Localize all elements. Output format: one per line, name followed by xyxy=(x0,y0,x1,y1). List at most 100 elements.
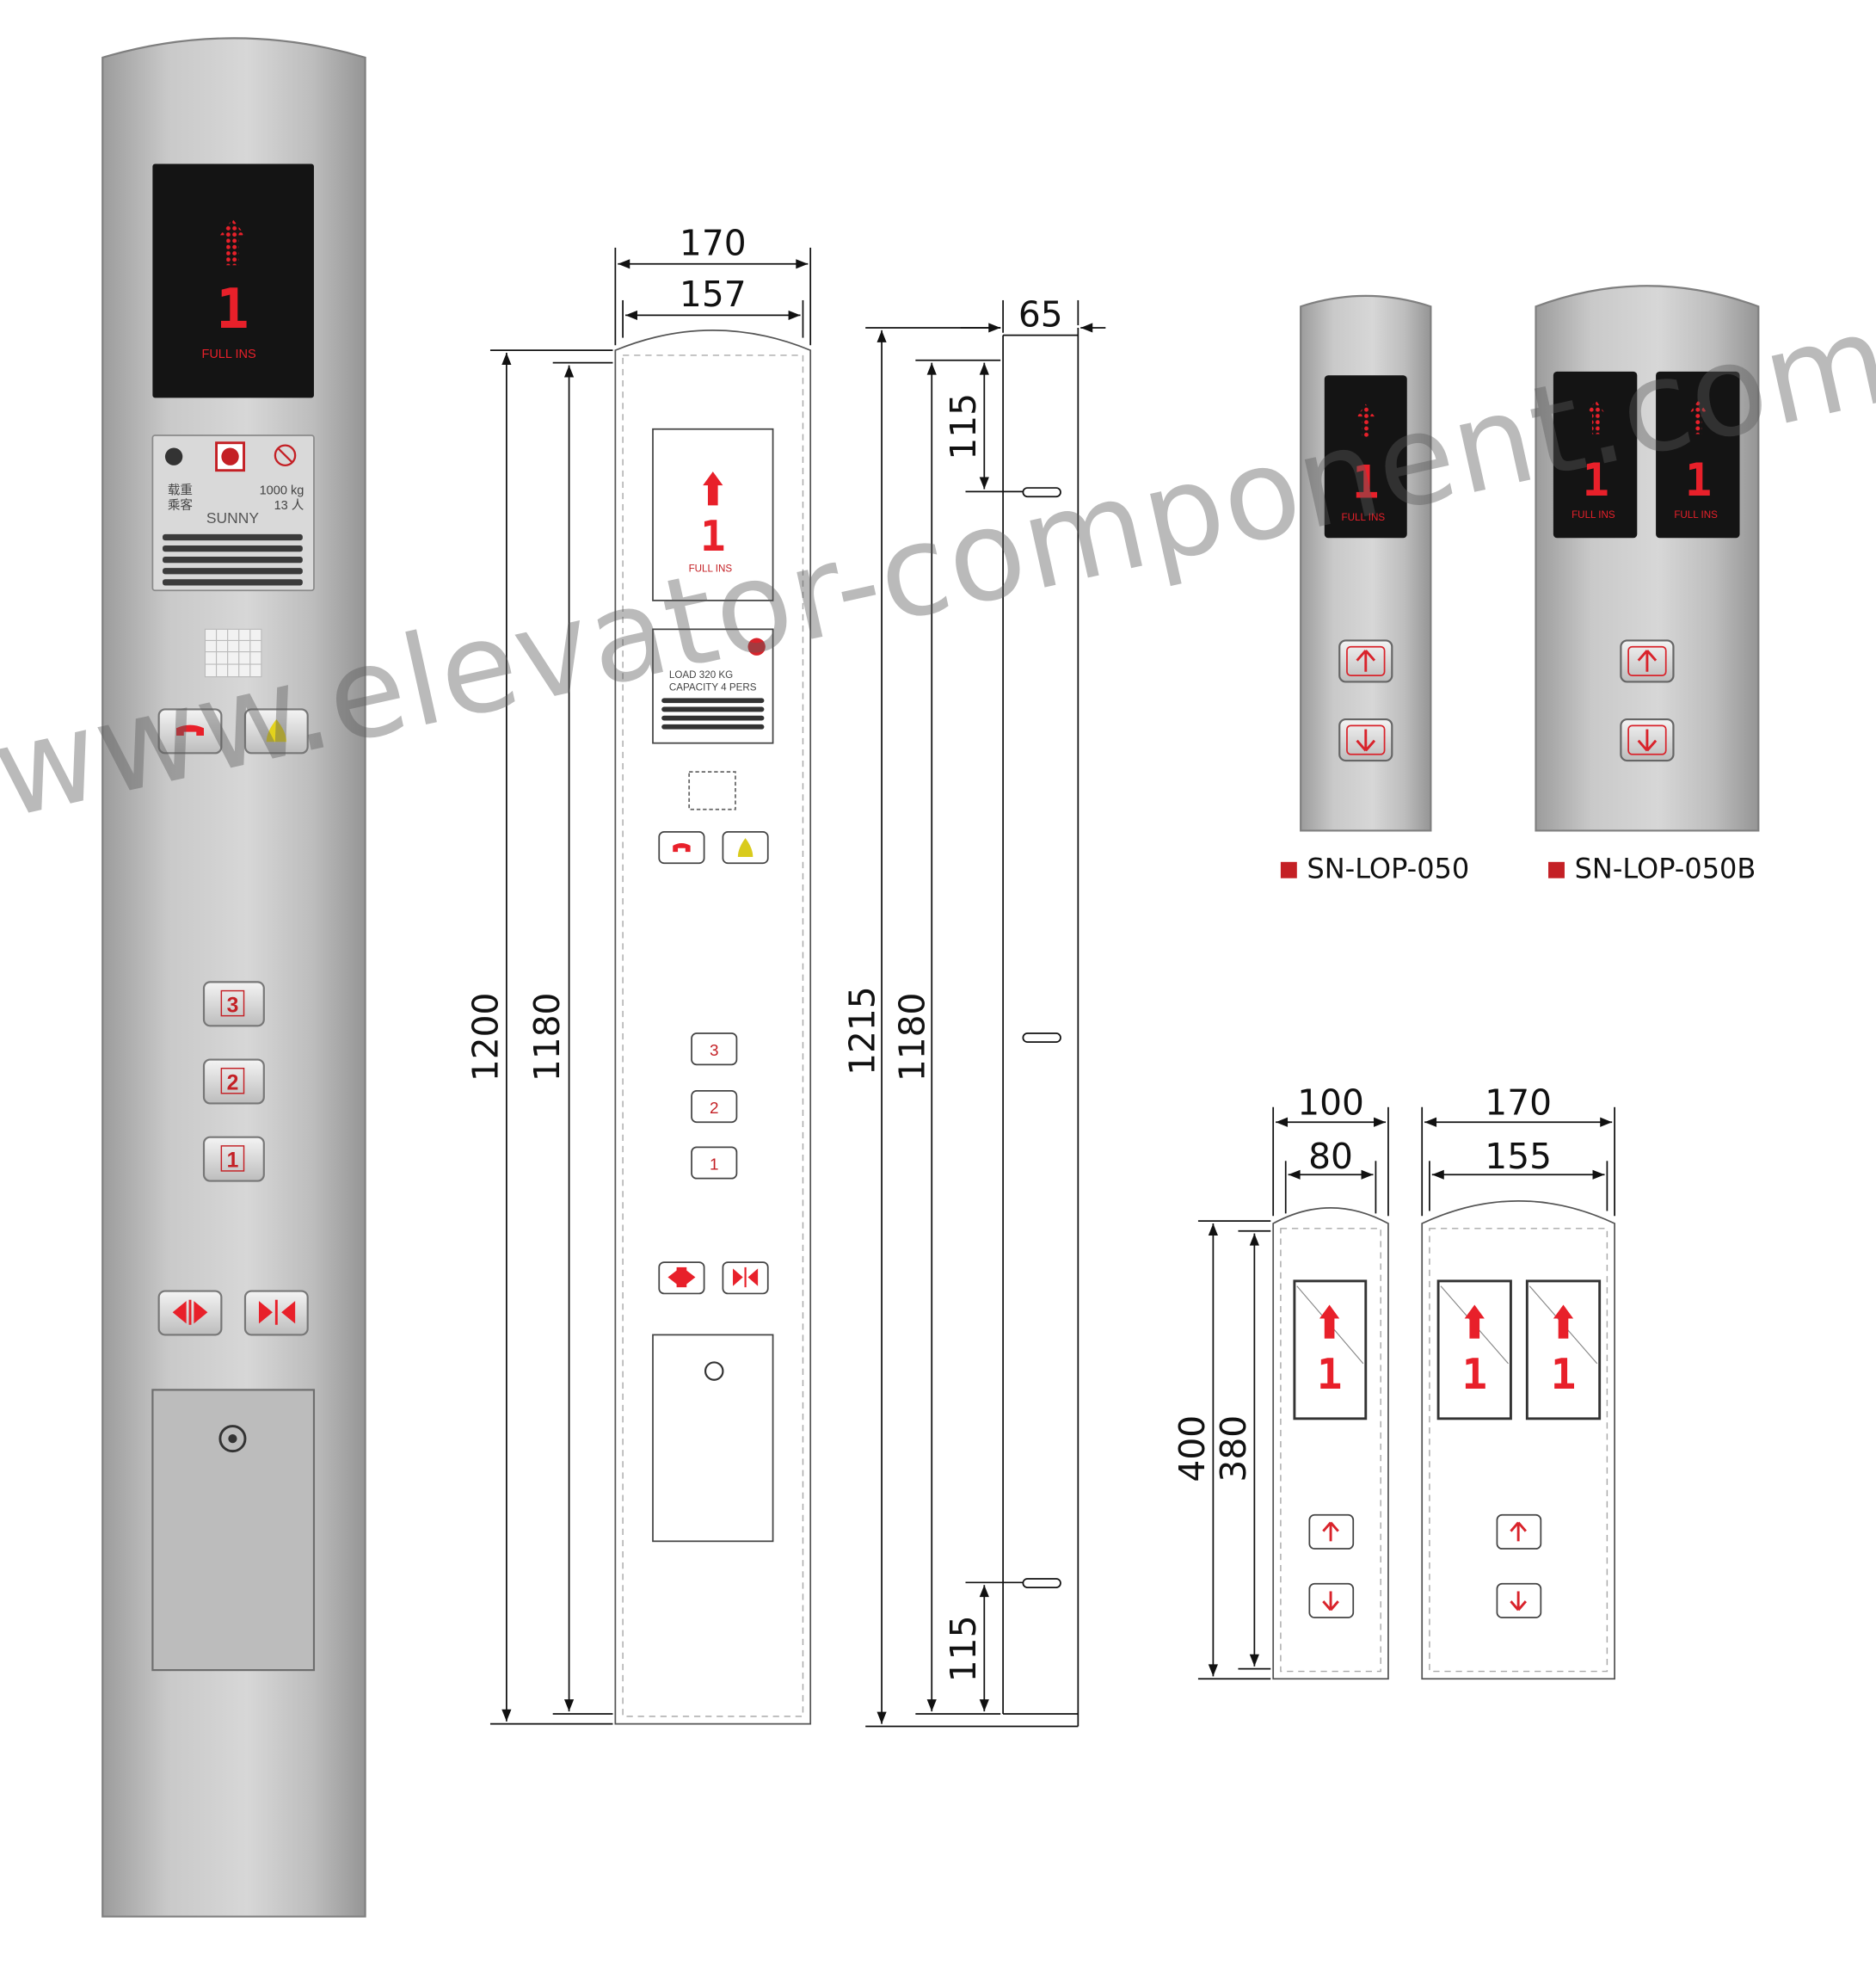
down-arrow-icon xyxy=(1510,1591,1527,1611)
dim-lop-single-width-inner: 80 xyxy=(1308,1136,1353,1177)
dim-side-height-outer: 1215 xyxy=(841,986,883,1075)
floor-button-label: 1 xyxy=(227,1149,239,1173)
lop-double-floor-b: 1 xyxy=(1685,454,1713,507)
down-arrow-icon xyxy=(1356,729,1376,752)
cop-side-drawing xyxy=(865,299,1106,1728)
door-close-icon xyxy=(258,1301,296,1324)
up-arrow-icon xyxy=(1356,650,1376,672)
lop-single-down-button[interactable] xyxy=(1338,718,1393,762)
cop-display-status: FULL INS xyxy=(201,348,256,361)
lop-drawing-floor-a: 1 xyxy=(1461,1349,1487,1399)
alarm-button[interactable] xyxy=(243,708,309,755)
dim-lop-double-width-inner: 155 xyxy=(1485,1136,1552,1177)
lop-drawing-floor-b: 1 xyxy=(1551,1349,1577,1399)
up-arrow-icon xyxy=(1510,1521,1527,1542)
bell-icon xyxy=(266,719,286,743)
up-arrow-icon xyxy=(219,219,245,266)
drawing-floor-label: 1 xyxy=(710,1155,719,1174)
door-open-button[interactable] xyxy=(157,1290,223,1336)
lop-double-down-button[interactable] xyxy=(1620,718,1675,762)
bell-icon xyxy=(737,838,753,857)
cop-display-floor: 1 xyxy=(216,278,249,342)
lop-double-photo: 1 1 FULL INS FULL INS xyxy=(1535,285,1760,832)
phone-icon xyxy=(673,842,691,853)
cop-front-drawing xyxy=(614,329,812,1725)
down-arrow-icon xyxy=(1322,1591,1339,1611)
brand-logo-icon xyxy=(164,447,183,465)
up-arrow-icon xyxy=(1587,400,1605,434)
up-arrow-icon xyxy=(1319,1304,1340,1339)
model-label-double: SN-LOP-050B xyxy=(1548,854,1756,885)
up-arrow-icon xyxy=(703,471,723,506)
lop-double-floor-a: 1 xyxy=(1583,454,1610,507)
phone-icon xyxy=(176,724,205,736)
drawing-floor-label: 3 xyxy=(710,1042,719,1060)
dim-side-depth: 65 xyxy=(1018,293,1063,335)
lop-drawing-details: 1 1 1 xyxy=(1317,1304,1577,1611)
lop-single-up-button[interactable] xyxy=(1338,639,1393,683)
dim-cop-height-outer: 1200 xyxy=(465,993,507,1082)
dim-lop-single-width-outer: 100 xyxy=(1297,1082,1364,1124)
floor-button-1[interactable]: 1 xyxy=(202,1136,265,1182)
load-weight: 1000 kg xyxy=(260,484,304,497)
floor-button-3[interactable]: 3 xyxy=(202,981,265,1027)
cop-front-drawing-details: 1 FULL INS LOAD 320 KG CAPACITY 4 PERS 3… xyxy=(661,471,766,1288)
overload-icon xyxy=(747,638,766,656)
lop-double-status-a: FULL INS xyxy=(1572,509,1615,521)
service-cabinet xyxy=(151,1389,316,1672)
floor-button-2[interactable]: 2 xyxy=(202,1058,265,1105)
key-lock-icon xyxy=(218,1425,247,1453)
phone-button[interactable] xyxy=(157,708,223,755)
floor-button-label: 3 xyxy=(227,994,239,1017)
lop-single-photo: 1 FULL INS xyxy=(1300,294,1432,832)
up-arrow-icon xyxy=(1637,650,1658,672)
down-arrow-icon xyxy=(1637,729,1658,752)
bullet-square-icon xyxy=(1548,861,1565,878)
lop-dimensions xyxy=(1197,1106,1615,1680)
up-arrow-icon xyxy=(1356,404,1375,438)
up-arrow-icon xyxy=(1553,1304,1574,1339)
load-plate-photo: 载重 乘客 1000 kg 13 人 SUNNY xyxy=(151,434,315,592)
floor-button-label: 2 xyxy=(227,1071,239,1094)
speaker-grille xyxy=(163,533,303,586)
brand-name: SUNNY xyxy=(206,509,259,527)
cop-display: 1 FULL INS xyxy=(152,163,314,398)
drawing-display-status: FULL INS xyxy=(689,563,733,574)
model-label-single: SN-LOP-050 xyxy=(1280,854,1470,886)
dim-cop-width-inner: 157 xyxy=(680,274,747,315)
lop-double-up-button[interactable] xyxy=(1620,639,1675,683)
door-open-icon xyxy=(667,1268,696,1286)
model-name: SN-LOP-050 xyxy=(1307,854,1470,886)
dim-side-bottom-offset: 115 xyxy=(943,1616,984,1683)
dim-cop-width-outer: 170 xyxy=(680,223,747,264)
lop-single-floor: 1 xyxy=(1352,457,1380,509)
dim-lop-height-outer: 400 xyxy=(1172,1415,1213,1482)
up-arrow-icon xyxy=(1322,1521,1339,1542)
bullet-square-icon xyxy=(1280,861,1297,878)
speaker-grille xyxy=(661,698,765,730)
drawing-floor-label: 2 xyxy=(710,1100,719,1118)
lop-double-status-b: FULL INS xyxy=(1674,509,1718,521)
dim-lop-double-width-outer: 170 xyxy=(1485,1082,1552,1124)
up-arrow-icon xyxy=(1689,400,1707,434)
drawing-load-line-2: CAPACITY 4 PERS xyxy=(669,682,757,693)
up-arrow-icon xyxy=(1464,1304,1485,1339)
dim-cop-height-inner: 1180 xyxy=(526,993,568,1082)
drawing-load-line-1: LOAD 320 KG xyxy=(669,669,733,681)
door-close-icon xyxy=(733,1268,759,1286)
door-close-button[interactable] xyxy=(243,1290,309,1336)
lop-single-status: FULL INS xyxy=(1342,512,1386,523)
card-reader-icon xyxy=(204,628,262,678)
door-open-icon xyxy=(172,1301,208,1324)
cop-front-dimensions xyxy=(489,247,812,1725)
dim-side-top-offset: 115 xyxy=(943,393,984,460)
lop-single-drawing xyxy=(1272,1207,1389,1680)
lop-drawing-floor: 1 xyxy=(1317,1349,1343,1399)
no-smoking-icon xyxy=(274,444,297,467)
drawing-display-floor: 1 xyxy=(700,511,726,561)
load-label-cn-2: 乘客 xyxy=(168,498,194,513)
load-label-cn-1: 载重 xyxy=(168,483,193,497)
cop-panel-photo: 1 FULL INS 载重 乘客 1000 kg 13 人 SUNNY xyxy=(101,37,366,1918)
